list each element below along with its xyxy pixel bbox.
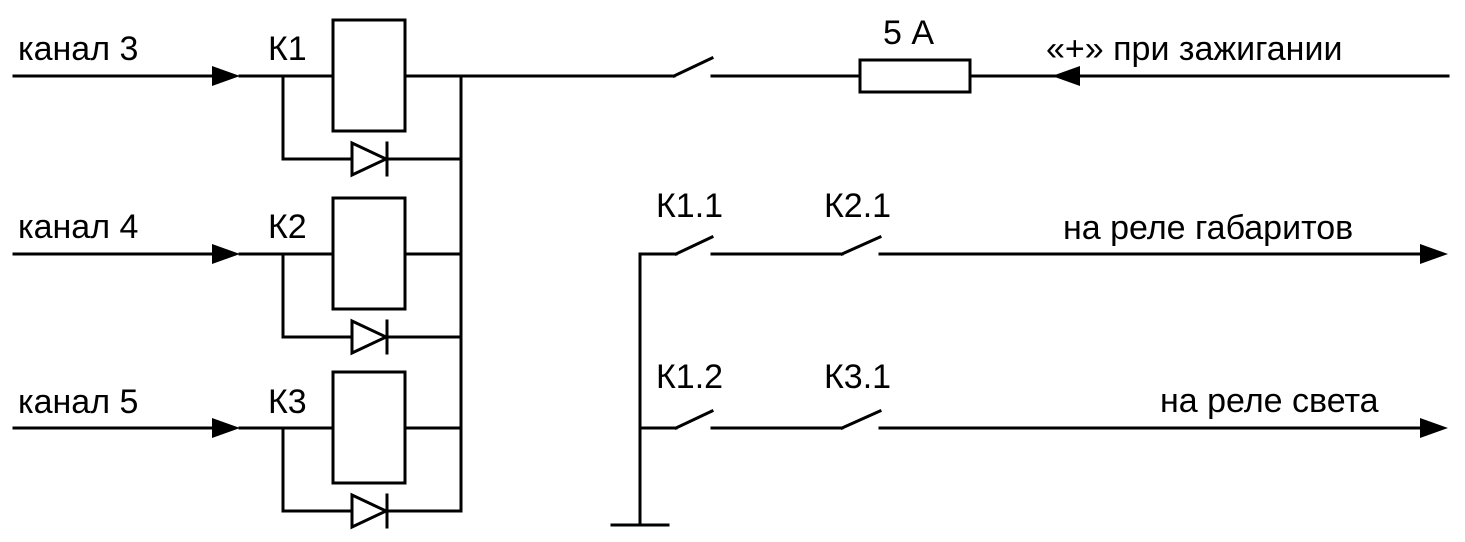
relay-k2-coil: [331, 196, 407, 311]
contact-k3-1-label: К3.1: [824, 358, 891, 396]
label-relay-k2: К2: [268, 208, 307, 246]
relay-k3: [281, 370, 463, 530]
relay-k2-diode-icon: [350, 318, 390, 356]
contact-k2-1-label: К2.1: [824, 187, 891, 225]
contact-k1-1: [674, 235, 714, 256]
headlight-relay-output-label: на реле света: [1160, 382, 1379, 420]
ground-symbol-icon: [610, 252, 670, 527]
contact-k1-2: [674, 409, 714, 430]
label-relay-k1: К1: [268, 30, 307, 68]
label-channel-5: канал 5: [18, 383, 138, 421]
contact-k1-1-label: К1.1: [656, 187, 723, 225]
supply-line: [459, 56, 1450, 94]
label-channel-4: канал 4: [18, 208, 138, 246]
marker-lights-circuit: [638, 235, 1448, 264]
power-input-arrow-icon: [1052, 66, 1080, 86]
contact-k1-2-label: К1.2: [656, 358, 723, 396]
contact-k3-1: [840, 409, 882, 430]
label-channel-3: канал 3: [18, 30, 138, 68]
relay-k1-coil: [331, 18, 407, 133]
fuse: [858, 58, 972, 94]
input-wire-channel-5: [12, 418, 335, 438]
ignition-switch: [672, 56, 714, 78]
input-wire-channel-4: [12, 244, 335, 264]
fuse-rating-label: 5 А: [883, 14, 934, 52]
marker-output-arrow-icon: [1420, 244, 1448, 264]
label-relay-k3: К3: [268, 383, 307, 421]
marker-relay-output-label: на реле габаритов: [1063, 209, 1353, 247]
headlight-output-arrow-icon: [1420, 418, 1448, 438]
relay-k1-diode-icon: [350, 140, 390, 178]
relay-k3-diode-icon: [350, 492, 390, 530]
contact-k2-1: [840, 235, 882, 256]
input-wire-channel-3: [12, 66, 335, 86]
power-source-label: «+» при зажигании: [1046, 30, 1342, 68]
headlight-circuit: [638, 409, 1448, 438]
relay-k3-coil: [331, 370, 407, 485]
relay-k1: [281, 18, 463, 178]
relay-k2: [281, 196, 463, 356]
